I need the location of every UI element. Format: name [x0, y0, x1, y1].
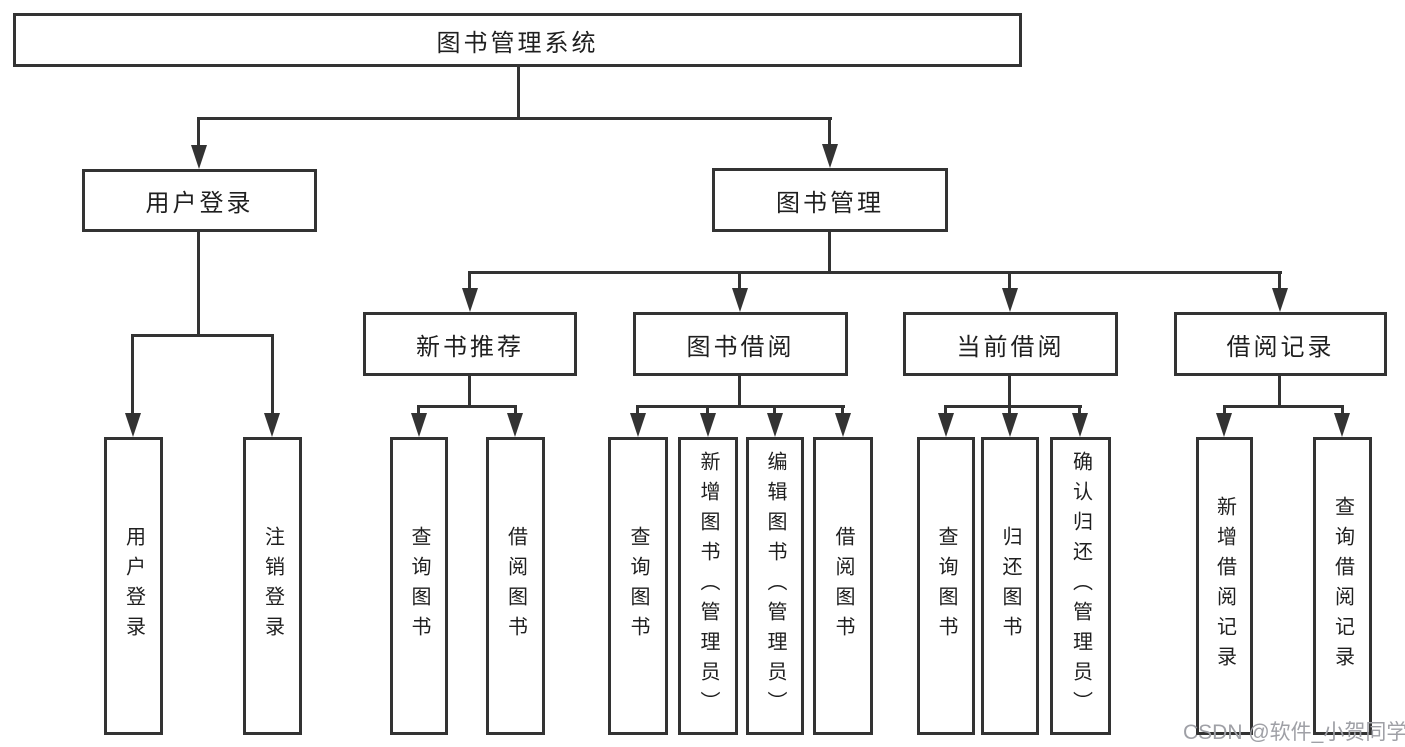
connector-line	[773, 405, 776, 415]
leaf-add-books-admin: 新增图书（管理员）	[678, 437, 738, 735]
connector-line	[417, 405, 517, 408]
arrow-down-icon	[462, 288, 478, 312]
arrow-down-icon	[1334, 413, 1350, 437]
connector-line	[1223, 405, 1344, 408]
node-new-book-recommendation: 新书推荐	[363, 312, 577, 376]
arrow-down-icon	[1216, 413, 1232, 437]
arrow-down-icon	[125, 413, 141, 437]
arrow-down-icon	[767, 413, 783, 437]
connector-line	[1341, 405, 1344, 415]
connector-line	[1278, 376, 1281, 408]
connector-line	[636, 405, 639, 415]
connector-line	[1223, 405, 1226, 415]
node-label: 注销登录	[261, 526, 284, 646]
connector-line	[468, 271, 1282, 274]
node-label: 查询图书	[408, 526, 430, 646]
node-label: 借阅图书	[832, 526, 854, 646]
arrow-down-icon	[507, 413, 523, 437]
connector-line	[636, 405, 845, 408]
connector-line	[197, 117, 200, 147]
arrow-down-icon	[822, 144, 838, 168]
arrow-down-icon	[1072, 413, 1088, 437]
connector-line	[468, 271, 471, 291]
leaf-query-books-current: 查询图书	[917, 437, 975, 735]
leaf-confirm-return-admin: 确认归还（管理员）	[1050, 437, 1111, 735]
connector-line	[468, 376, 471, 408]
node-label: 新增借阅记录	[1213, 496, 1236, 676]
node-label: 当前借阅	[956, 333, 1065, 361]
node-book-management: 图书管理	[712, 168, 948, 232]
arrow-down-icon	[630, 413, 646, 437]
node-user-login: 用户登录	[82, 169, 317, 232]
leaf-logout: 注销登录	[243, 437, 302, 735]
node-label: 编辑图书（管理员）	[764, 451, 786, 721]
node-book-borrowing: 图书借阅	[633, 312, 848, 376]
node-label: 新增图书（管理员）	[697, 451, 719, 721]
node-label: 用户登录	[145, 190, 254, 217]
connector-line	[706, 405, 709, 415]
connector-line	[131, 334, 134, 414]
node-label: 归还图书	[999, 526, 1021, 646]
arrow-down-icon	[1272, 288, 1288, 312]
connector-line	[828, 117, 831, 147]
connector-line	[738, 271, 741, 291]
leaf-borrow-books-recommend: 借阅图书	[486, 437, 545, 735]
node-label: 查询借阅记录	[1331, 496, 1354, 676]
connector-line	[1008, 405, 1011, 415]
arrow-down-icon	[411, 413, 427, 437]
connector-line	[1078, 405, 1081, 415]
leaf-user-login: 用户登录	[104, 437, 163, 735]
arrow-down-icon	[700, 413, 716, 437]
arrow-down-icon	[732, 288, 748, 312]
leaf-borrow-books: 借阅图书	[813, 437, 873, 735]
leaf-query-books-borrowing: 查询图书	[608, 437, 668, 735]
node-borrowing-records: 借阅记录	[1174, 312, 1387, 376]
node-label: 确认归还（管理员）	[1069, 451, 1092, 721]
node-label: 图书管理系统	[436, 29, 599, 57]
connector-line	[271, 334, 274, 414]
connector-line	[517, 66, 520, 120]
node-label: 图书管理	[776, 189, 884, 217]
connector-line	[417, 405, 420, 415]
connector-line	[944, 405, 947, 415]
node-label: 借阅记录	[1226, 333, 1335, 361]
arrow-down-icon	[1002, 413, 1018, 437]
connector-line	[514, 405, 517, 415]
leaf-add-borrow-record: 新增借阅记录	[1196, 437, 1253, 735]
node-label: 查询图书	[935, 526, 957, 646]
leaf-query-books-recommend: 查询图书	[390, 437, 448, 735]
arrow-down-icon	[938, 413, 954, 437]
node-library-management-system: 图书管理系统	[13, 13, 1022, 67]
connector-line	[738, 376, 741, 408]
arrow-down-icon	[835, 413, 851, 437]
leaf-query-borrow-record: 查询借阅记录	[1313, 437, 1372, 735]
connector-line	[1008, 376, 1011, 408]
arrow-down-icon	[1002, 288, 1018, 312]
connector-line	[131, 334, 274, 337]
connector-line	[1008, 271, 1011, 291]
leaf-return-books: 归还图书	[981, 437, 1039, 735]
connector-line	[197, 232, 200, 337]
arrow-down-icon	[191, 145, 207, 169]
node-label: 查询图书	[627, 526, 649, 646]
node-label: 借阅图书	[504, 526, 527, 646]
connector-line	[944, 405, 1082, 408]
node-label: 图书借阅	[686, 333, 795, 361]
leaf-edit-books-admin: 编辑图书（管理员）	[746, 437, 804, 735]
connector-line	[828, 232, 831, 274]
connector-line	[197, 117, 832, 120]
csdn-watermark: CSDN @软件_小贺同学	[1183, 721, 1405, 744]
connector-line	[841, 405, 844, 415]
node-current-borrowing: 当前借阅	[903, 312, 1118, 376]
node-label: 新书推荐	[416, 333, 524, 361]
connector-line	[1278, 271, 1281, 291]
node-label: 用户登录	[122, 526, 145, 646]
arrow-down-icon	[264, 413, 280, 437]
